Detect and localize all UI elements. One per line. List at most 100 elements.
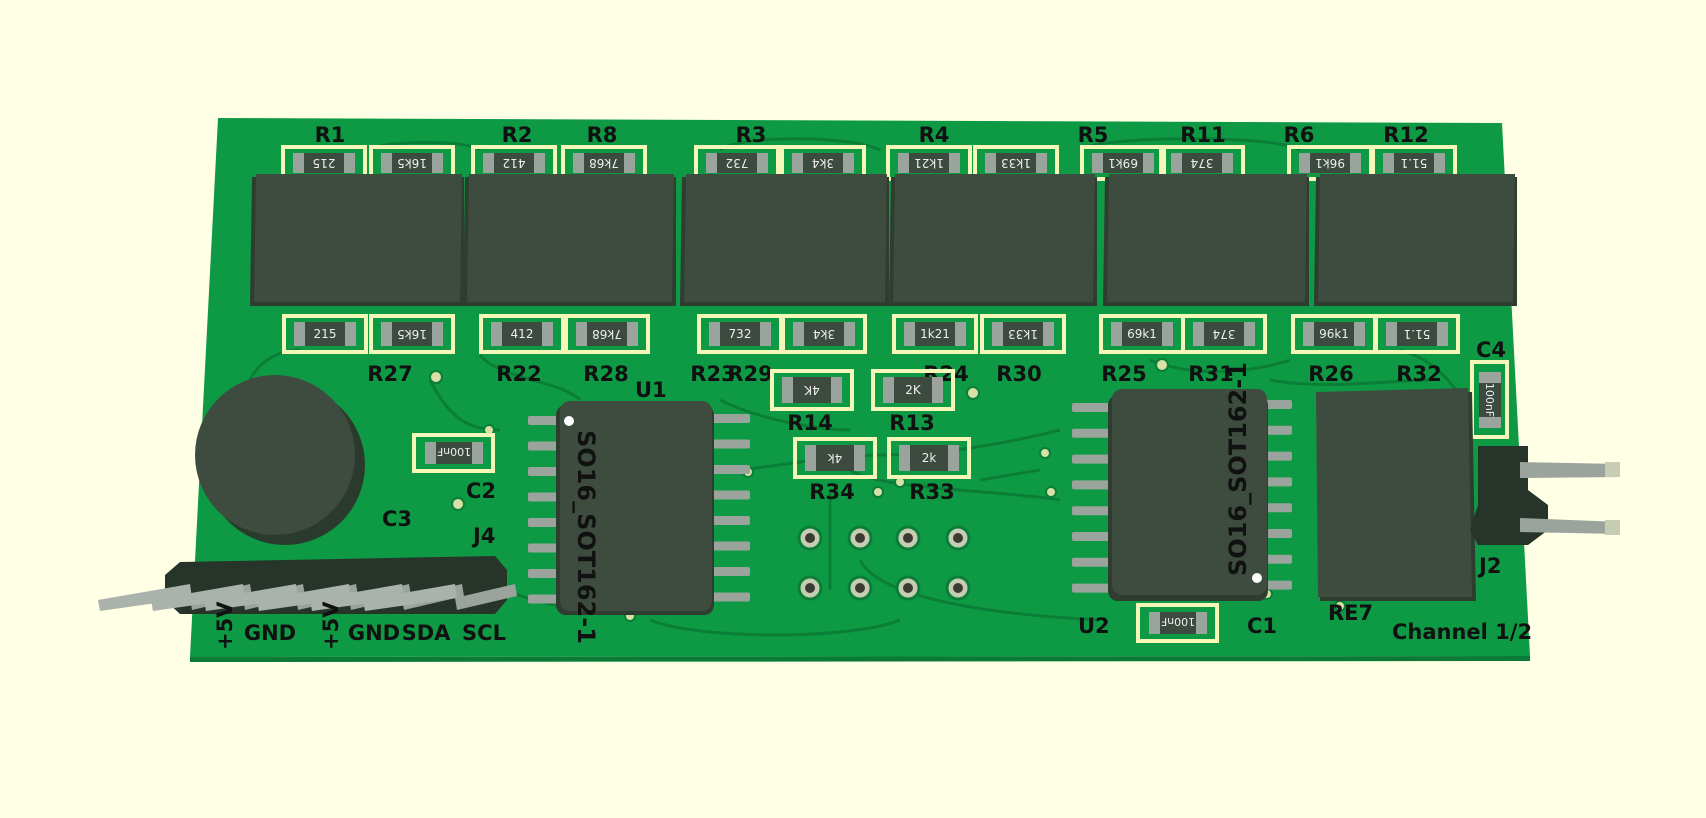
relay-5: [1103, 174, 1309, 306]
re7-label: RE7: [1328, 601, 1373, 625]
resistor-bottom-5-label: R29: [727, 362, 772, 386]
j4-pin-label: +5V: [319, 601, 343, 650]
resistor-mid-0-value: 4K: [803, 383, 820, 397]
resistor-top-7: 1k33: [973, 145, 1059, 181]
resistor-top-2-value: 412: [503, 156, 526, 170]
relay-3: [680, 174, 889, 306]
c4-label: C4: [1476, 338, 1506, 362]
resistor-bottom-4: 732: [697, 314, 783, 354]
resistor-top-6-label: R4: [919, 123, 950, 147]
ic-pin: [528, 569, 562, 578]
resistor-top-2: 412: [471, 145, 557, 181]
resistor-bottom-4-value: 732: [729, 327, 752, 341]
ic-pin: [1265, 400, 1292, 409]
ic-pin: [528, 441, 562, 451]
ic-pin: [1265, 451, 1292, 461]
resistor-top-6-value: 1k21: [914, 156, 944, 170]
relay-1: [250, 174, 464, 306]
j4-pin-label: +5V: [213, 601, 237, 650]
resistor-bottom-8-value: 69k1: [1127, 327, 1157, 341]
resistor-mid-1-value: 2K: [905, 383, 922, 397]
resistor-bottom-0: 215: [282, 314, 368, 354]
resistor-top-10: 96k1: [1287, 145, 1373, 181]
resistor-bottom-9: 374: [1181, 314, 1267, 354]
relay-re7: RE7: [1316, 388, 1476, 625]
resistor-bottom-9-label: R31: [1188, 362, 1233, 386]
resistor-bottom-8-label: R25: [1101, 362, 1146, 386]
resistor-mid-2: 4k: [793, 437, 877, 479]
ic-pin: [1072, 403, 1114, 412]
resistor-bottom-7-value: 1k33: [1008, 327, 1038, 341]
ic-pin: [1072, 428, 1114, 438]
u1-label: U1: [635, 378, 667, 402]
c4-value: 100nF: [1483, 383, 1496, 417]
resistor-bottom-5: 3k4: [781, 314, 867, 354]
j4-pin: [455, 584, 517, 610]
channel-label: Channel 1/2: [1392, 620, 1532, 644]
capacitor-c2: 100nF C2: [412, 433, 496, 503]
resistor-bottom-7-label: R30: [996, 362, 1041, 386]
header-j2: J2: [1470, 446, 1620, 578]
resistor-top-5: 3k4: [780, 145, 866, 181]
test-pads: [797, 525, 971, 601]
ic-pin: [710, 592, 750, 602]
resistor-top-7-value: 1k33: [1001, 156, 1031, 170]
ic-pin: [710, 516, 750, 525]
u2-label: U2: [1078, 614, 1110, 638]
c2-value: 100nF: [437, 445, 471, 458]
resistor-top-0-value: 215: [313, 156, 336, 170]
resistor-bottom-3-value: 7k68: [592, 327, 622, 341]
resistor-bottom-6: 1k21: [892, 314, 978, 354]
pcb-board-edge: [190, 656, 1530, 662]
resistor-top-10-value: 96k1: [1315, 156, 1345, 170]
resistor-mid-3-value: 2k: [922, 451, 937, 465]
resistor-bottom-0-label: R27: [367, 362, 412, 386]
ic-pin: [1072, 480, 1114, 490]
j4-label: J4: [471, 524, 495, 548]
resistor-bottom-10-label: R26: [1308, 362, 1353, 386]
ic-u2: SO16_SOT162-1 U2: [1072, 362, 1292, 638]
resistor-bottom-1: 16k5: [369, 314, 455, 354]
resistor-mid-3-label: R33: [909, 480, 954, 504]
j4-pin-label: SCL: [462, 621, 506, 645]
ic-pin: [1072, 506, 1114, 516]
resistor-top-4-value: 732: [726, 156, 749, 170]
c1-value: 100nF: [1161, 615, 1195, 628]
u2-pin1-marker: [1252, 573, 1262, 583]
relay-6: [1314, 174, 1517, 306]
resistor-mid-2-value: 4k: [828, 451, 843, 465]
resistor-bottom-2-label: R22: [496, 362, 541, 386]
resistor-bottom-11: 51.1: [1374, 314, 1460, 354]
relay-row: [250, 174, 1517, 306]
capacitor-c3: C3: [195, 375, 412, 545]
resistor-bottom-3-label: R28: [583, 362, 628, 386]
resistor-top-9-value: 374: [1191, 156, 1214, 170]
resistor-top-3-value: 7k68: [589, 156, 619, 170]
ic-pin: [528, 543, 562, 553]
ic-pin: [1265, 529, 1292, 538]
resistor-top-0-label: R1: [315, 123, 346, 147]
ic-pin: [528, 594, 562, 604]
resistor-mid-1: 2K: [871, 369, 955, 411]
resistor-mid-0: 4K: [770, 369, 854, 411]
ic-pin: [710, 439, 750, 449]
resistor-bottom-7: 1k33: [980, 314, 1066, 354]
resistor-top-2-label: R2: [502, 123, 533, 147]
u2-package-label: SO16_SOT162-1: [1224, 362, 1252, 576]
resistor-top-0: 215: [281, 145, 367, 181]
ic-pin: [528, 518, 562, 527]
resistor-mid-2-label: R34: [809, 480, 854, 504]
resistor-mid-1-label: R13: [889, 411, 934, 435]
resistor-top-5-value: 3k4: [812, 156, 834, 170]
resistor-top-1: 16k5: [369, 145, 455, 181]
ic-pin: [710, 541, 750, 551]
j4-pin-label: SDA: [402, 621, 452, 645]
ic-u1: SO16_SOT162-1 U1: [528, 378, 750, 644]
ic-pin: [1265, 503, 1292, 513]
resistor-bottom-4-label: R23: [690, 362, 735, 386]
resistor-bottom-0-value: 215: [314, 327, 337, 341]
resistor-bottom-2-value: 412: [511, 327, 534, 341]
